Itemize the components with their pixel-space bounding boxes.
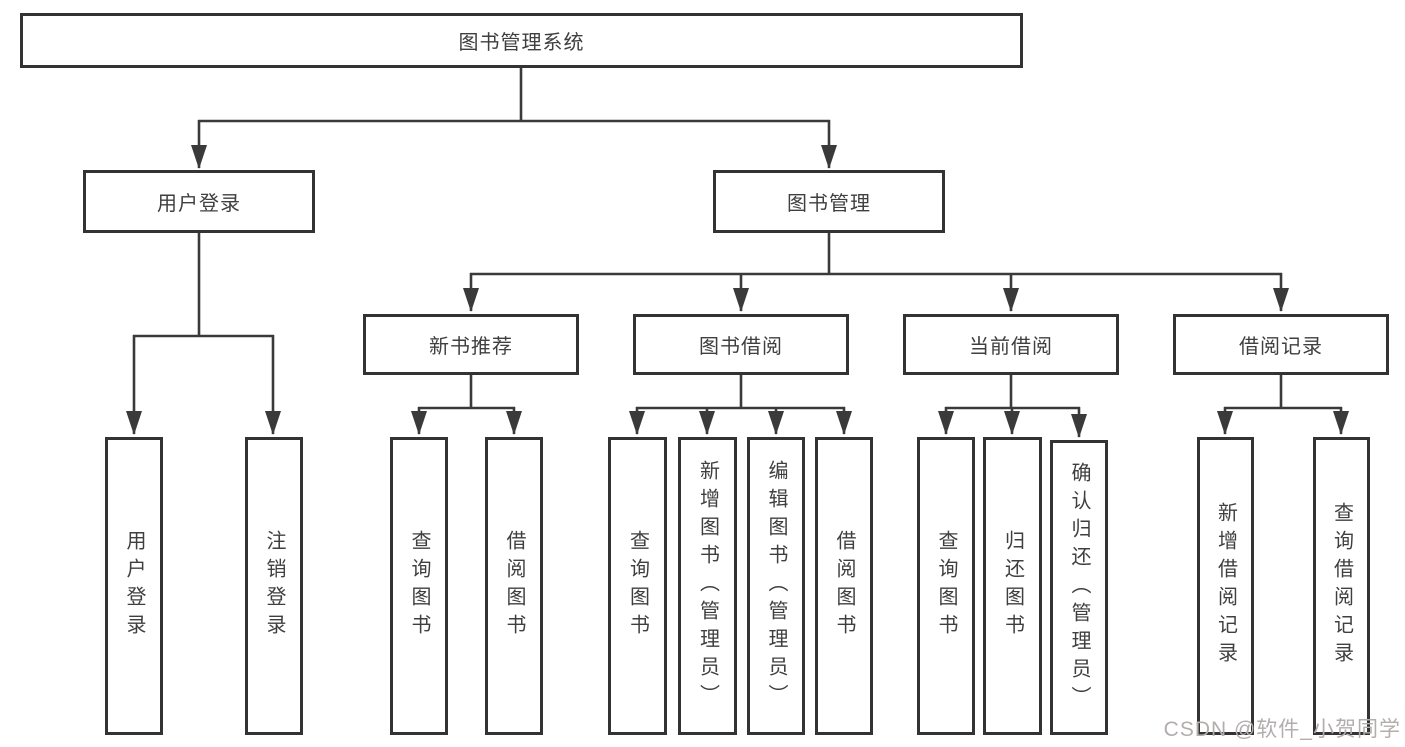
leaf-user-login: 用户登录 bbox=[105, 437, 163, 735]
leaf-bb-edit-book-admin: 编辑图书（管理员） bbox=[747, 437, 805, 735]
leaf-cb-return-book-label: 归还图书 bbox=[1001, 530, 1024, 642]
leaf-nb-borrow-book-label: 借阅图书 bbox=[503, 530, 525, 642]
leaf-bb-borrow-book: 借阅图书 bbox=[815, 437, 873, 735]
leaf-cb-return-book: 归还图书 bbox=[983, 437, 1042, 735]
leaf-rec-add-borrow-record-label: 新增借阅记录 bbox=[1214, 502, 1237, 670]
node-borrow-records: 借阅记录 bbox=[1173, 314, 1389, 375]
leaf-rec-add-borrow-record: 新增借阅记录 bbox=[1197, 437, 1254, 735]
node-book-borrow-label: 图书借阅 bbox=[699, 336, 783, 358]
connector-new-book-to-leaves bbox=[411, 375, 522, 435]
leaf-cb-confirm-return-admin: 确认归还（管理员） bbox=[1050, 440, 1108, 735]
node-current-borrow-label: 当前借阅 bbox=[969, 336, 1053, 358]
leaf-bb-add-book-admin: 新增图书（管理员） bbox=[678, 437, 737, 735]
connector-book-mgmt-to-level3 bbox=[463, 233, 1289, 312]
leaf-rec-query-borrow-record-label: 查询借阅记录 bbox=[1330, 502, 1353, 670]
connector-records-to-leaves bbox=[1217, 375, 1349, 435]
connector-root-to-level2 bbox=[191, 68, 837, 169]
leaf-bb-edit-book-admin-label: 编辑图书（管理员） bbox=[765, 460, 787, 712]
node-borrow-records-label: 借阅记录 bbox=[1239, 336, 1323, 358]
leaf-nb-query-book-label: 查询图书 bbox=[408, 530, 430, 642]
leaf-bb-borrow-book-label: 借阅图书 bbox=[833, 530, 855, 642]
leaf-cb-query-book: 查询图书 bbox=[917, 437, 975, 735]
leaf-nb-borrow-book: 借阅图书 bbox=[485, 437, 543, 735]
connector-current-borrow-to-leaves bbox=[938, 375, 1087, 438]
node-book-management-label: 图书管理 bbox=[787, 193, 871, 215]
node-root: 图书管理系统 bbox=[20, 13, 1023, 68]
leaf-bb-query-book: 查询图书 bbox=[608, 437, 667, 735]
node-user-login: 用户登录 bbox=[83, 170, 315, 233]
connector-book-borrow-to-leaves bbox=[629, 375, 852, 435]
leaf-logout-login: 注销登录 bbox=[245, 437, 303, 735]
node-root-label: 图书管理系统 bbox=[458, 32, 585, 54]
leaf-bb-query-book-label: 查询图书 bbox=[626, 530, 649, 642]
leaf-user-login-label: 用户登录 bbox=[123, 530, 145, 642]
csdn-watermark: CSDN @软件_小贺同学 bbox=[1163, 718, 1401, 741]
node-book-management: 图书管理 bbox=[713, 170, 945, 233]
leaf-logout-login-label: 注销登录 bbox=[263, 530, 285, 642]
node-user-login-label: 用户登录 bbox=[157, 193, 241, 215]
node-book-borrow: 图书借阅 bbox=[633, 314, 849, 375]
node-new-book-recommend-label: 新书推荐 bbox=[429, 336, 513, 358]
leaf-nb-query-book: 查询图书 bbox=[390, 437, 448, 735]
node-new-book-recommend: 新书推荐 bbox=[363, 314, 579, 375]
leaf-cb-query-book-label: 查询图书 bbox=[935, 530, 957, 642]
leaf-cb-confirm-return-admin-label: 确认归还（管理员） bbox=[1068, 461, 1090, 714]
node-current-borrow: 当前借阅 bbox=[903, 314, 1119, 375]
connector-user-login-to-leaves bbox=[126, 233, 281, 435]
leaf-bb-add-book-admin-label: 新增图书（管理员） bbox=[696, 460, 719, 712]
leaf-rec-query-borrow-record: 查询借阅记录 bbox=[1313, 437, 1370, 735]
